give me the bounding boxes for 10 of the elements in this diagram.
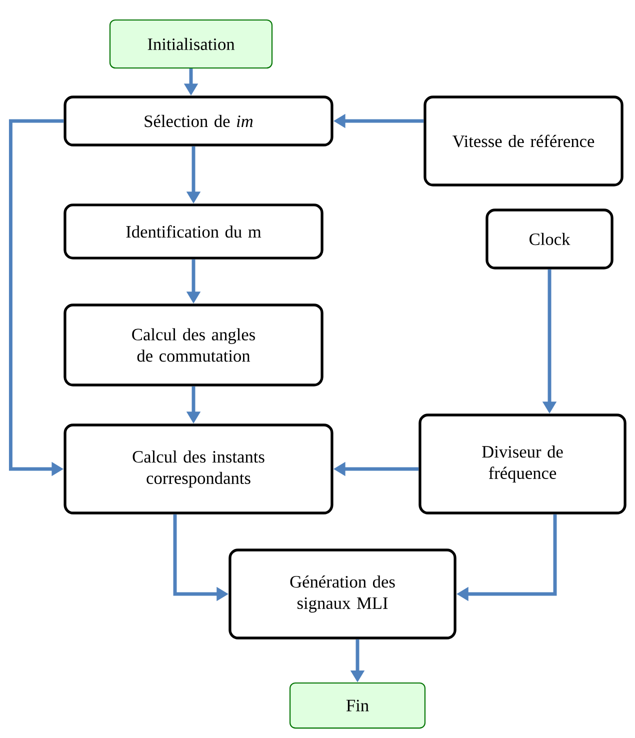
process-box: Identification du m: [64, 204, 324, 260]
process-box: Sélection de im: [64, 96, 334, 146]
process-box: Diviseur de fréquence: [418, 414, 626, 514]
process-box: Génération des signaux MLI: [228, 548, 456, 640]
process-box: Vitesse de référence: [424, 96, 624, 186]
process-box: Clock: [486, 208, 614, 270]
terminal-box: Fin: [290, 682, 426, 729]
process-box: Calcul des angles de commutation: [64, 304, 324, 386]
terminal-box: Initialisation: [109, 19, 273, 69]
process-box: Calcul des instants correspondants: [64, 424, 334, 514]
